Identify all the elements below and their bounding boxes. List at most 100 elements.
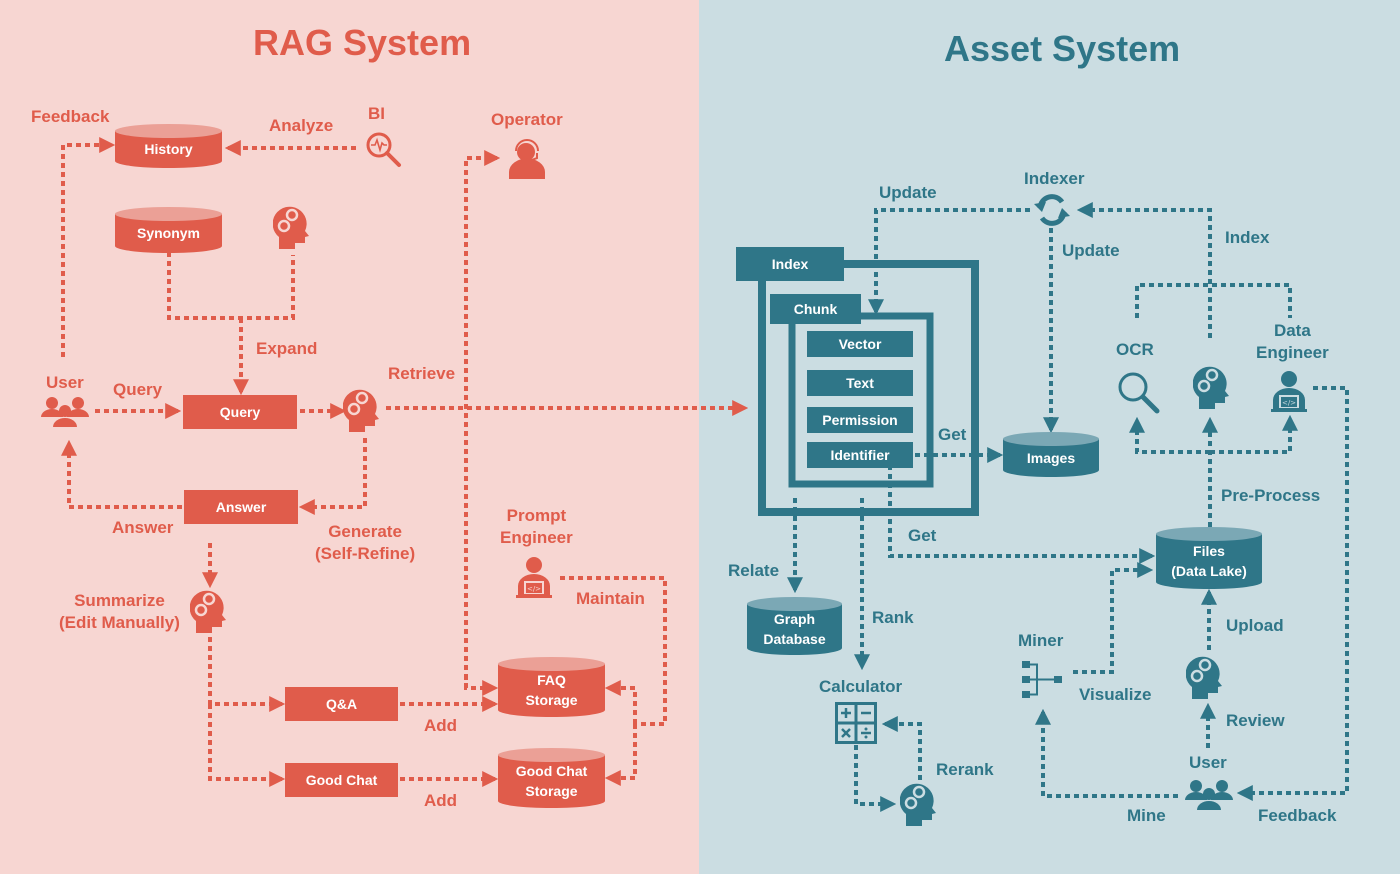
graph-db-line-1: Graph <box>773 611 816 628</box>
edge-index <box>1076 202 1212 338</box>
edge-answer-user <box>61 439 182 509</box>
edge-maintain-chat <box>604 724 637 786</box>
generate-label: Generate(Self-Refine) <box>315 521 415 565</box>
calculator-label: Calculator <box>819 677 903 696</box>
headset-operator-icon <box>509 139 545 179</box>
add-chat-label: Add <box>424 791 458 810</box>
index-header: Index <box>736 247 844 281</box>
index-edge-label: Index <box>1225 228 1270 247</box>
svg-text:</>: </> <box>1282 399 1296 407</box>
analyze-label: Analyze <box>269 116 334 135</box>
data-engineer-line-2: Engineer <box>1256 343 1329 363</box>
user-asset-label: User <box>1189 753 1227 772</box>
edge-synonym-expand <box>167 252 295 320</box>
feedback-asset-label: Feedback <box>1258 806 1337 825</box>
add-qa-label: Add <box>424 716 458 735</box>
query-box: Query <box>183 395 297 429</box>
rag-system-title: RAG System <box>253 22 472 63</box>
edge-maintain-faq <box>604 680 637 724</box>
edge-feedback <box>61 137 116 357</box>
prompt-engineer-line-2: Engineer <box>500 528 573 548</box>
review-label: Review <box>1226 711 1285 730</box>
graph-db-line-2: Database <box>763 631 826 647</box>
faq-storage-label-1: FAQ <box>537 672 566 689</box>
edge-generate <box>298 438 367 515</box>
magnifier-icon <box>1118 372 1160 414</box>
field-vector: Vector <box>807 331 913 357</box>
developer-laptop-icon: </> <box>1271 371 1307 412</box>
answer-box: Answer <box>184 490 298 524</box>
update-images-label: Update <box>1062 241 1120 260</box>
edge-calc-rerank <box>854 745 897 812</box>
relate-label: Relate <box>728 561 780 580</box>
developer-laptop-icon: </> <box>516 557 552 598</box>
generate-line-1: Generate <box>328 522 402 541</box>
edge-get-files <box>888 465 1156 564</box>
maintain-label: Maintain <box>576 589 645 608</box>
hierarchy-tree-icon <box>1022 661 1062 698</box>
edge-maintain <box>560 576 667 726</box>
bi-label: BI <box>368 104 385 123</box>
ai-brain-gears-icon <box>1186 656 1222 699</box>
synonym-label: Synonym <box>136 225 200 242</box>
ai-brain-gears-icon <box>900 783 936 826</box>
users-group-icon <box>1185 780 1233 810</box>
edge-operator-faq <box>464 675 499 696</box>
images-label: Images <box>1026 449 1076 466</box>
rerank-label: Rerank <box>936 760 994 779</box>
images-db: Images <box>1003 432 1099 477</box>
data-engineer-line-1: Data <box>1273 321 1311 340</box>
files-line-1: Files <box>1193 543 1225 560</box>
files-data-lake-db: Files (Data Lake) <box>1156 527 1262 589</box>
ai-brain-gears-icon <box>343 389 379 432</box>
preprocess-label: Pre-Process <box>1221 486 1321 505</box>
summarize-label: Summarize(Edit Manually) <box>59 590 180 634</box>
ai-brain-gears-icon <box>273 206 309 249</box>
user-label: User <box>46 373 84 392</box>
prompt-engineer-line-1: Prompt <box>506 506 567 525</box>
edge-preprocess-branch <box>1129 416 1210 454</box>
ai-brain-gears-icon <box>1193 366 1229 409</box>
faq-storage-label-2: Storage <box>525 692 578 708</box>
index-frame <box>758 260 979 516</box>
edge-feedback-asset <box>1236 386 1349 801</box>
get-images-label: Get <box>938 425 967 444</box>
operator-label: Operator <box>491 110 563 129</box>
qa-box: Q&A <box>285 687 398 721</box>
analytics-search-icon <box>366 132 401 167</box>
visualize-label: Visualize <box>1079 685 1152 704</box>
asset-system-title: Asset System <box>944 28 1181 69</box>
sync-refresh-icon <box>1034 194 1070 226</box>
feedback-label: Feedback <box>31 107 110 126</box>
miner-label: Miner <box>1018 631 1064 650</box>
answer-edge-label: Answer <box>112 518 174 537</box>
files-line-2: (Data Lake) <box>1171 563 1247 579</box>
update-top-label: Update <box>879 183 937 202</box>
good-chat-storage-label-1: Good Chat <box>515 763 588 780</box>
edge-summarize-qa <box>208 637 286 712</box>
chunk-frame <box>788 312 934 488</box>
edge-index-branch <box>1135 283 1292 318</box>
get-files-label: Get <box>908 526 937 545</box>
edge-mine <box>1035 708 1178 798</box>
rank-label: Rank <box>872 608 914 627</box>
edge-summarize-chat <box>208 704 286 787</box>
faq-storage-db: FAQ Storage <box>498 657 605 717</box>
good-chat-storage-label-2: Storage <box>525 783 578 799</box>
calculator-icon <box>835 702 877 744</box>
indexer-label: Indexer <box>1024 169 1085 188</box>
query-edge-label: Query <box>113 380 163 399</box>
edge-update-chunk <box>868 208 1030 316</box>
edge-visualize <box>1073 562 1154 674</box>
edge-operator <box>464 150 501 688</box>
summarize-line-1: Summarize <box>74 591 165 610</box>
svg-text:</>: </> <box>527 585 541 593</box>
ai-brain-gears-icon <box>190 590 226 633</box>
expand-label: Expand <box>256 339 318 358</box>
mine-label: Mine <box>1127 806 1166 825</box>
